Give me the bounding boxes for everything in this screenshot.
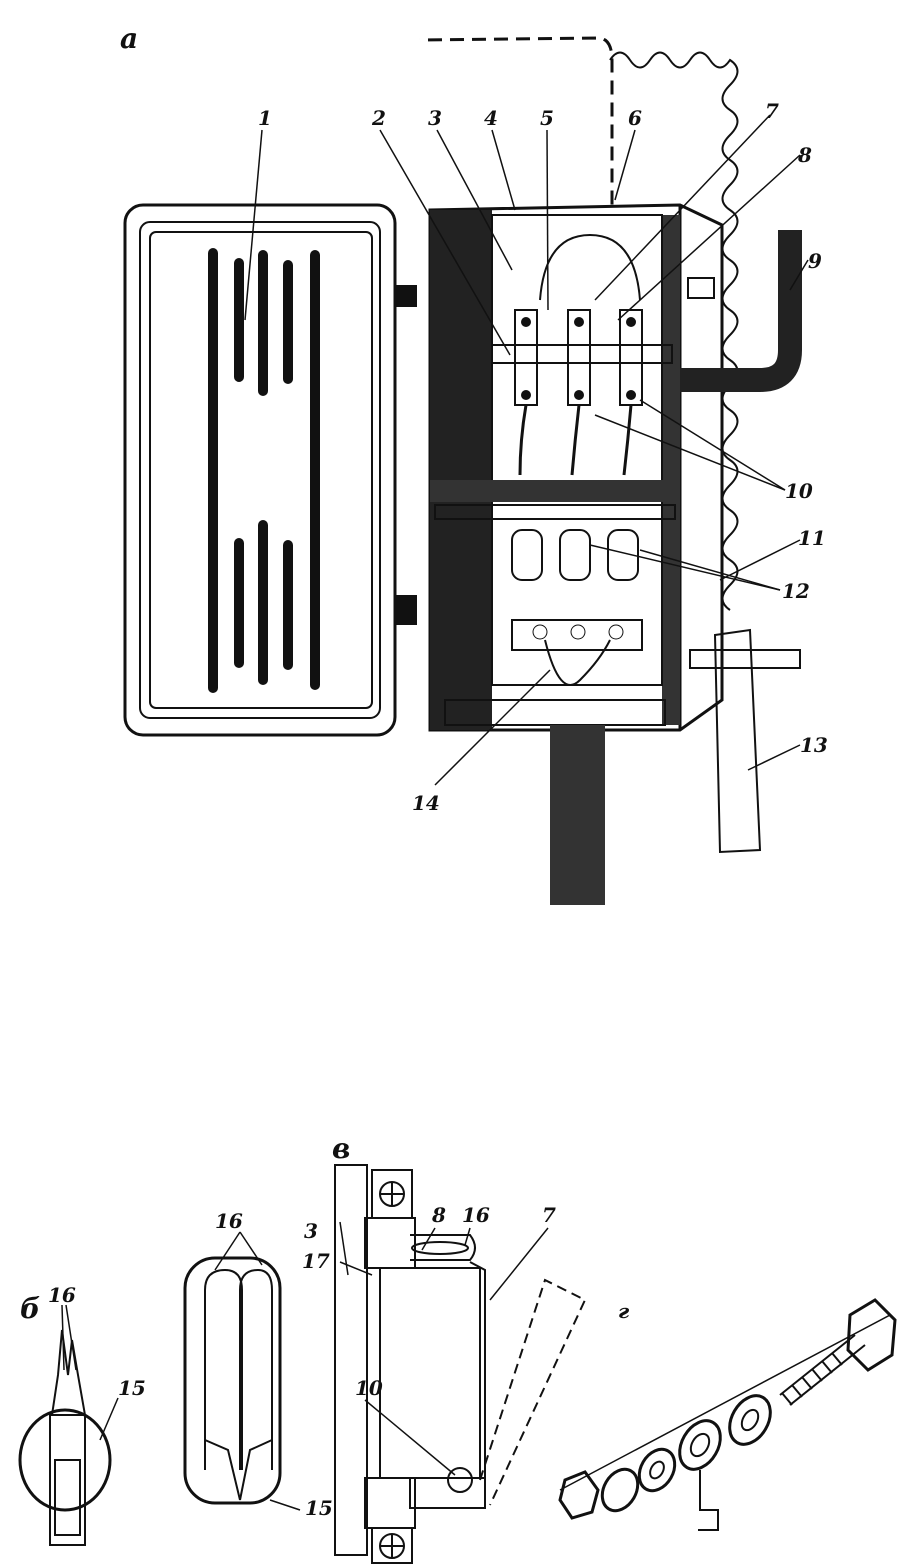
label-b-15-spring: 15 — [305, 1496, 333, 1520]
label-v-17: 17 — [302, 1249, 330, 1273]
label-v-3: 3 — [304, 1219, 318, 1243]
label-12: 12 — [782, 579, 810, 603]
panel-b-fuse-clips — [18, 1231, 301, 1546]
panel-g-bolt-assembly — [558, 1298, 897, 1531]
cabinet-body — [428, 203, 724, 732]
label-v-7: 7 — [542, 1203, 556, 1227]
label-v-10: 10 — [355, 1376, 383, 1400]
label-6: 6 — [628, 106, 642, 130]
label-13: 13 — [800, 733, 828, 757]
label-11: 11 — [798, 526, 826, 550]
panel-a-cabinet — [123, 34, 809, 905]
fuse-row-upper — [514, 309, 643, 406]
panel-v-fuse-holder — [334, 1164, 587, 1564]
panel-letter-a: а — [120, 22, 138, 55]
label-8: 8 — [797, 143, 812, 167]
panel-letter-v: в — [332, 1132, 350, 1165]
label-10: 10 — [785, 479, 813, 503]
label-1: 1 — [258, 106, 272, 130]
panel-letter-g: г — [618, 1299, 630, 1323]
label-9: 9 — [808, 249, 822, 273]
label-b-16-spring: 16 — [215, 1209, 243, 1233]
label-v-16: 16 — [462, 1203, 490, 1227]
cabinet-door — [123, 203, 417, 737]
label-b-15: 15 — [118, 1376, 146, 1400]
label-5: 5 — [540, 106, 554, 130]
label-b-16: 16 — [48, 1283, 76, 1307]
fuse-row-lower — [511, 529, 643, 651]
label-7: 7 — [765, 99, 779, 123]
label-v-8: 8 — [431, 1203, 446, 1227]
panel-letter-b: б — [20, 1292, 40, 1325]
label-3: 3 — [428, 106, 442, 130]
label-4: 4 — [484, 106, 498, 130]
label-2: 2 — [371, 106, 386, 130]
label-14: 14 — [412, 791, 440, 815]
